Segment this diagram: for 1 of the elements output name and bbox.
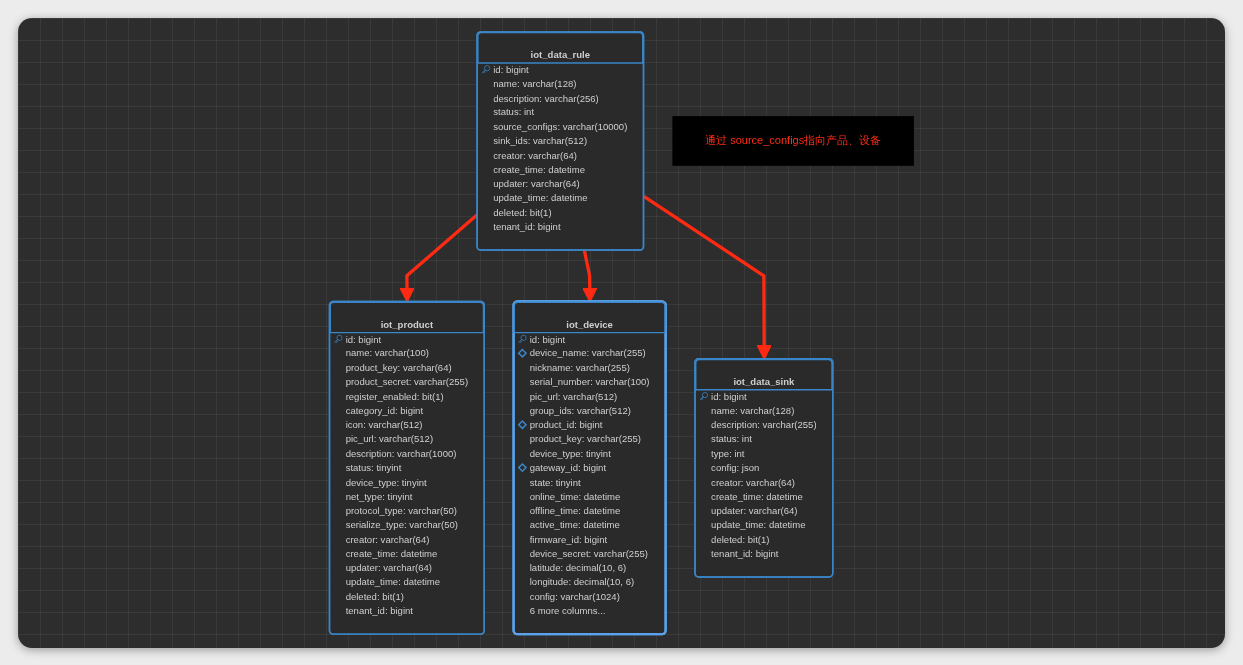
node-box: 通过 source_configs指向产品、设备 [672, 116, 914, 166]
